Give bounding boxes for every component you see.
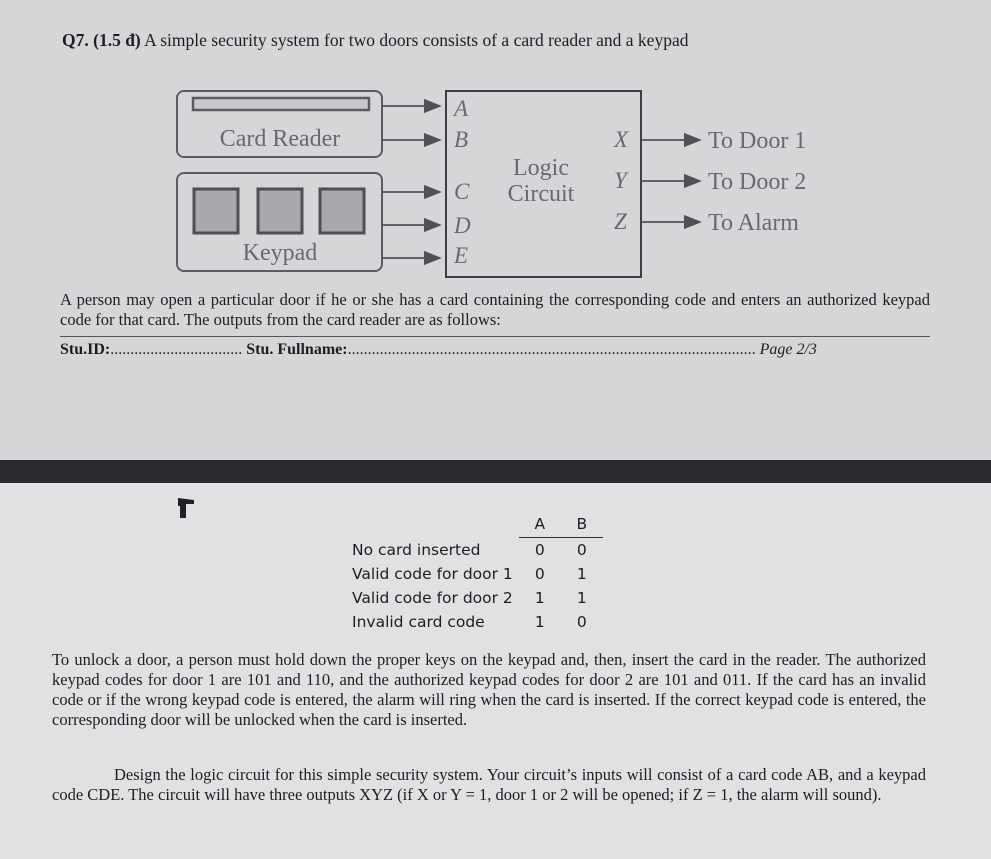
row-label: No card inserted — [352, 540, 481, 559]
question-title: Q7. (1.5 đ) A simple security system for… — [62, 30, 688, 51]
row-label: Valid code for door 2 — [352, 589, 513, 607]
row-a: 1 — [534, 613, 545, 631]
page-number: Page 2/3 — [759, 341, 817, 358]
keypad-key-1 — [192, 187, 240, 235]
output-y: Y — [614, 168, 629, 193]
question-text: A simple security system for two doors c… — [144, 30, 689, 50]
dest-door-1: To Door 1 — [708, 128, 806, 154]
stu-id-label: Stu.ID: — [60, 341, 111, 358]
keypad-key-2 — [256, 187, 304, 235]
input-c: C — [454, 179, 470, 204]
dest-alarm: To Alarm — [708, 210, 799, 236]
keypad-key-3 — [318, 187, 366, 235]
row-a: 0 — [534, 541, 545, 559]
row-label: Valid code for door 1 — [352, 565, 513, 583]
instructions-paragraph: To unlock a door, a person must hold dow… — [52, 650, 926, 729]
input-e: E — [453, 243, 468, 268]
question-label: Q7. (1.5 đ) — [62, 30, 141, 50]
footer-rule — [60, 336, 930, 337]
input-d: D — [453, 213, 471, 238]
keypad-box — [176, 172, 383, 272]
logic-label-1: Logic — [513, 155, 569, 181]
table-row: No card inserted 0 0 — [352, 538, 603, 563]
table-header-row: A B — [352, 511, 603, 538]
keypad-label: Keypad — [243, 240, 318, 266]
student-info-line: Stu.ID:.................................… — [60, 341, 930, 363]
card-reader-label: Card Reader — [220, 126, 341, 152]
stu-id-dots: ................................. — [110, 341, 243, 358]
table-row: Valid code for door 1 0 1 — [352, 562, 603, 586]
stu-fullname-dots: ........................................… — [347, 341, 756, 358]
row-b: 1 — [576, 565, 587, 583]
lower-page — [0, 483, 991, 859]
output-x: X — [613, 127, 629, 152]
output-z: Z — [614, 209, 627, 234]
row-label: Invalid card code — [352, 613, 485, 631]
logic-circuit-box — [445, 90, 642, 278]
card-reader-box — [176, 90, 383, 158]
security-system-diagram: Card Reader Keypad Logic Circuit A B C D… — [176, 90, 806, 278]
header-a: A — [518, 511, 561, 538]
page-divider — [0, 460, 991, 483]
table-row: Invalid card code 1 0 — [352, 610, 603, 634]
card-slot — [191, 96, 371, 112]
row-b: 1 — [576, 589, 587, 607]
dest-door-2: To Door 2 — [708, 169, 806, 195]
row-b: 0 — [576, 613, 587, 631]
logic-label-2: Circuit — [508, 181, 575, 207]
cursor-icon — [178, 498, 194, 518]
row-a: 0 — [534, 565, 545, 583]
card-code-table: A B No card inserted 0 0 Valid code for … — [352, 511, 603, 634]
table-row: Valid code for door 2 1 1 — [352, 586, 603, 610]
input-b: B — [454, 127, 468, 152]
header-b: B — [560, 511, 603, 538]
input-a: A — [452, 96, 469, 121]
row-a: 1 — [534, 589, 545, 607]
design-paragraph: Design the logic circuit for this simple… — [52, 765, 926, 804]
stu-fullname-label: Stu. Fullname: — [246, 341, 348, 358]
intro-paragraph: A person may open a particular door if h… — [60, 290, 930, 329]
row-b: 0 — [576, 541, 587, 559]
